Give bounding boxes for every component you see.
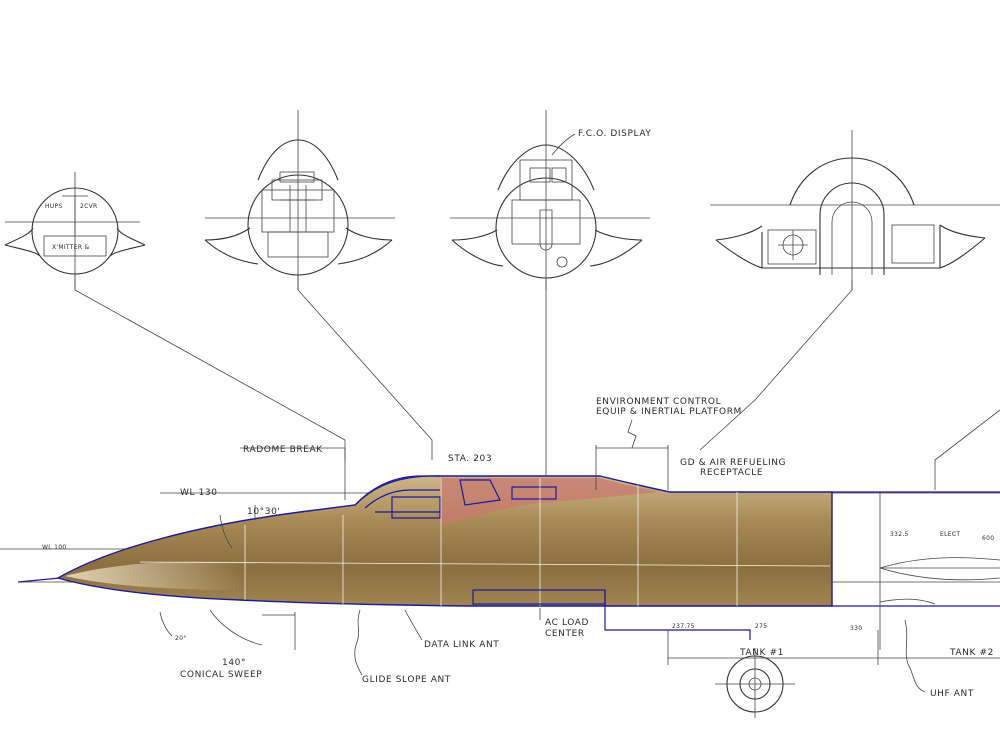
fuselage-body xyxy=(56,475,833,607)
section-leader-lines xyxy=(74,274,1000,500)
label-elect: ELECT xyxy=(940,531,960,538)
label-fco-display: F.C.O. DISPLAY xyxy=(578,129,651,139)
label-tank-2: TANK #2 xyxy=(949,648,994,658)
label-environment-control: ENVIRONMENT CONTROL xyxy=(596,397,721,407)
label-600: 600 xyxy=(982,535,994,542)
label-ac-load: AC LOAD xyxy=(545,618,589,628)
label-uhf-ant: UHF ANT xyxy=(930,689,974,699)
label-radome-break: RADOME BREAK xyxy=(243,445,323,455)
cross-section-1: HUPS 2CVR X'MITTER & xyxy=(4,172,146,290)
label-wl-130: WL 130 xyxy=(180,488,218,498)
label-sta-330: 330 xyxy=(850,625,862,632)
label-332: 332.5 xyxy=(890,531,909,538)
label-sta-237: 237.75 xyxy=(672,623,695,630)
callout-leaders xyxy=(240,447,926,693)
dimension-marks xyxy=(159,419,1000,665)
label-sta-203: STA. 203 xyxy=(448,454,492,464)
label-environment-equip: EQUIP & INERTIAL PLATFORM xyxy=(596,407,742,417)
label-air-refueling: GD & AIR REFUELING xyxy=(680,458,786,468)
cross-section-3-fco: F.C.O. DISPLAY xyxy=(450,110,651,290)
fuselage-side-view xyxy=(0,475,1000,650)
annotations: ENVIRONMENT CONTROL EQUIP & INERTIAL PLA… xyxy=(42,397,994,699)
label-glide-slope-ant: GLIDE SLOPE ANT xyxy=(362,675,451,685)
label-cvr: 2CVR xyxy=(80,203,97,210)
label-angle-20: 20° xyxy=(175,635,187,642)
nose-gear-wheel xyxy=(715,648,795,718)
label-sta-275: 275 xyxy=(755,623,767,630)
label-tank-1: TANK #1 xyxy=(739,648,784,658)
label-wl-100: WL 100 xyxy=(42,544,66,551)
label-data-link-ant: DATA LINK ANT xyxy=(424,640,499,650)
label-sweep-angle: 140° xyxy=(222,658,246,668)
label-angle-10-30: 10°30' xyxy=(247,507,280,517)
label-hups: HUPS xyxy=(45,203,63,210)
label-conical-sweep: CONICAL SWEEP xyxy=(180,670,262,680)
cross-section-4 xyxy=(710,130,1000,290)
label-receptacle: RECEPTACLE xyxy=(700,468,763,478)
cross-section-2-cockpit xyxy=(204,110,395,290)
label-xmitter: X'MITTER & xyxy=(52,244,89,251)
label-ac-center: CENTER xyxy=(545,629,585,639)
